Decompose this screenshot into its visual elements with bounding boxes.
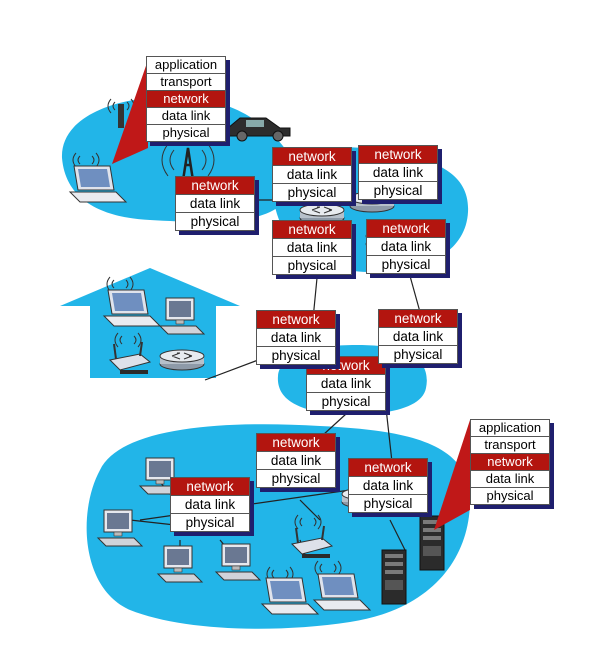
network-layer: network [366, 219, 446, 238]
data-link-layer: data link [358, 164, 438, 182]
network-layer: network [146, 91, 226, 108]
network-layer: network [272, 220, 352, 239]
router-protocol-stack: network data link physical [272, 220, 352, 275]
physical-layer: physical [256, 470, 336, 488]
host-protocol-stack: application transport network data link … [146, 56, 226, 142]
server-icon [381, 549, 407, 605]
router-protocol-stack: network data link physical [306, 356, 386, 411]
router-protocol-stack: network data link physical [348, 458, 428, 513]
data-link-layer: data link [272, 239, 352, 257]
router-protocol-stack: network data link physical [358, 145, 438, 200]
data-link-layer: data link [175, 195, 255, 213]
data-link-layer: data link [146, 108, 226, 125]
data-link-layer: data link [378, 328, 458, 346]
network-layer: network [348, 458, 428, 477]
host-stack-projection [434, 420, 470, 530]
transport-layer: transport [146, 74, 226, 91]
network-layer: network [256, 433, 336, 452]
physical-layer: physical [146, 125, 226, 142]
network-layer: network [358, 145, 438, 164]
physical-layer: physical [470, 488, 550, 505]
data-link-layer: data link [306, 375, 386, 393]
network-layer: network [378, 309, 458, 328]
router-protocol-stack: network data link physical [256, 310, 336, 365]
physical-layer: physical [306, 393, 386, 411]
network-layer: network [256, 310, 336, 329]
physical-layer: physical [378, 346, 458, 364]
host-protocol-stack: application transport network data link … [470, 419, 550, 505]
physical-layer: physical [348, 495, 428, 513]
data-link-layer: data link [256, 452, 336, 470]
physical-layer: physical [175, 213, 255, 231]
application-layer: application [470, 419, 550, 437]
router-protocol-stack: network data link physical [378, 309, 458, 364]
physical-layer: physical [358, 182, 438, 200]
physical-layer: physical [272, 257, 352, 275]
router-protocol-stack: network data link physical [366, 219, 446, 274]
data-link-layer: data link [348, 477, 428, 495]
data-link-layer: data link [366, 238, 446, 256]
network-layer: network [470, 454, 550, 471]
router-icon [159, 349, 205, 371]
car-icon [225, 117, 291, 142]
data-link-layer: data link [170, 496, 250, 514]
host-stack-projection [112, 60, 148, 164]
router-protocol-stack: network data link physical [272, 147, 352, 202]
physical-layer: physical [170, 514, 250, 532]
transport-layer: transport [470, 437, 550, 454]
network-layer: network [175, 176, 255, 195]
network-layer: network [170, 477, 250, 496]
data-link-layer: data link [256, 329, 336, 347]
physical-layer: physical [366, 256, 446, 274]
application-layer: application [146, 56, 226, 74]
router-protocol-stack: network data link physical [256, 433, 336, 488]
data-link-layer: data link [470, 471, 550, 488]
router-protocol-stack: network data link physical [170, 477, 250, 532]
wireless-access-point-icon [107, 98, 135, 128]
physical-layer: physical [272, 184, 352, 202]
router-protocol-stack: network data link physical [175, 176, 255, 231]
network-layer: network [272, 147, 352, 166]
physical-layer: physical [256, 347, 336, 365]
data-link-layer: data link [272, 166, 352, 184]
